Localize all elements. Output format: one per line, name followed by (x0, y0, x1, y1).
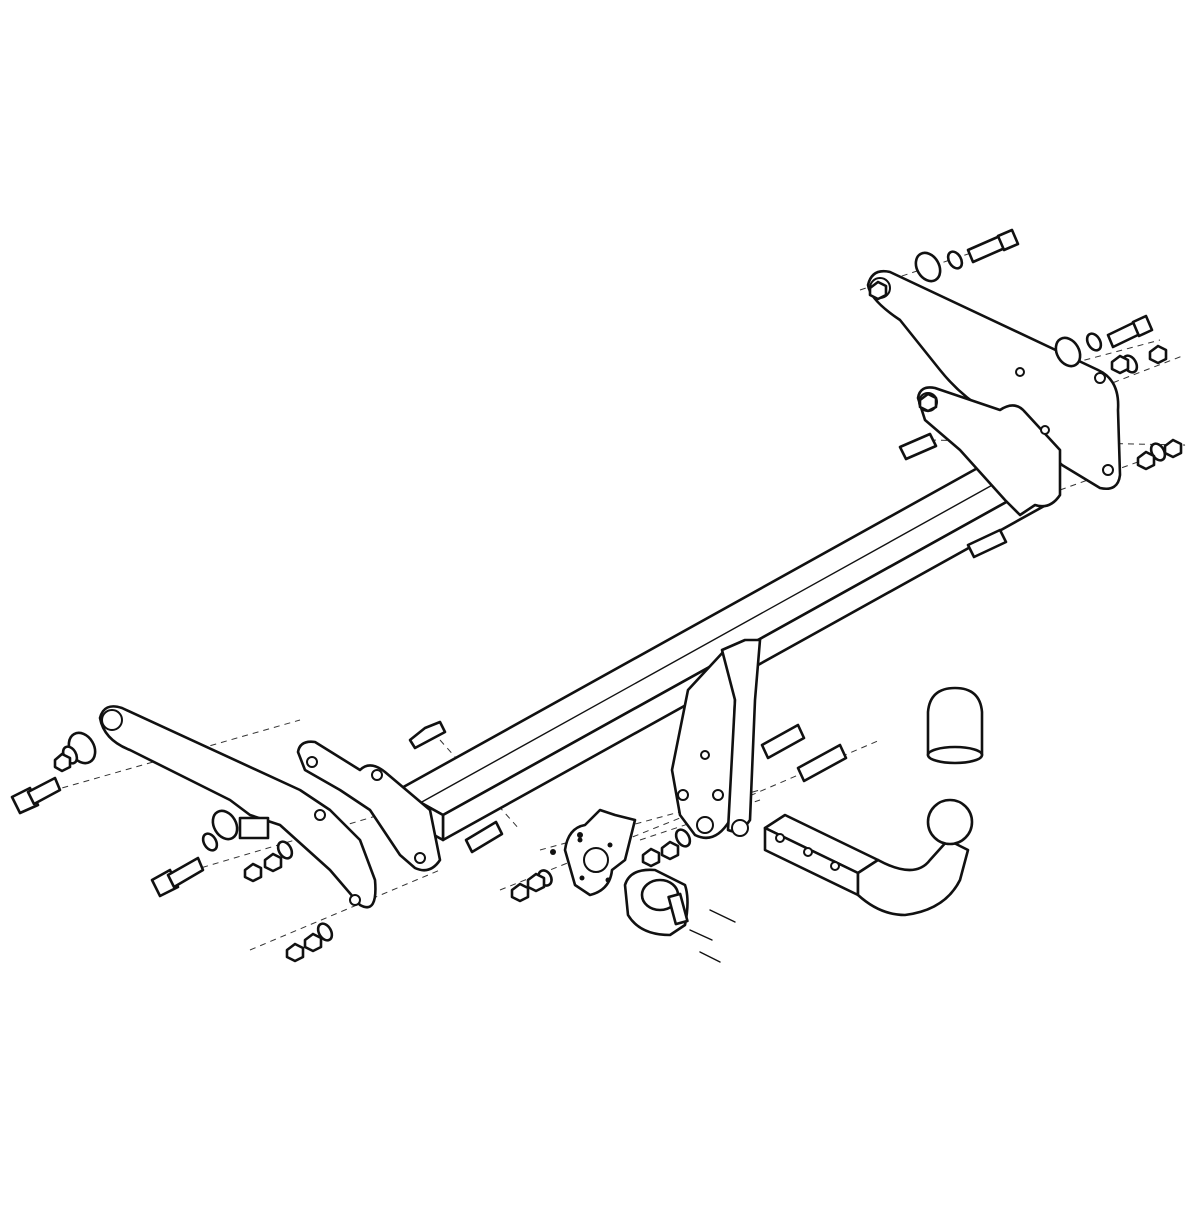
bolt (966, 228, 1020, 264)
tow-ball-neck (763, 798, 974, 917)
center-mount-plate (670, 638, 762, 840)
bolt (898, 432, 938, 461)
bolt (966, 528, 1008, 559)
bolts (10, 228, 1154, 898)
bolt (10, 776, 62, 815)
bolt (796, 743, 848, 783)
bolt (1106, 314, 1154, 349)
left-side-bracket (98, 705, 377, 909)
bolt (150, 856, 205, 898)
bolt (760, 723, 806, 760)
bolt (408, 720, 447, 750)
nuts (53, 280, 1183, 963)
tow-ball-cap (926, 686, 984, 765)
bolt (464, 820, 504, 854)
socket-plate (550, 808, 637, 897)
electrical-socket (623, 868, 736, 963)
left-mount-plate (296, 740, 442, 872)
